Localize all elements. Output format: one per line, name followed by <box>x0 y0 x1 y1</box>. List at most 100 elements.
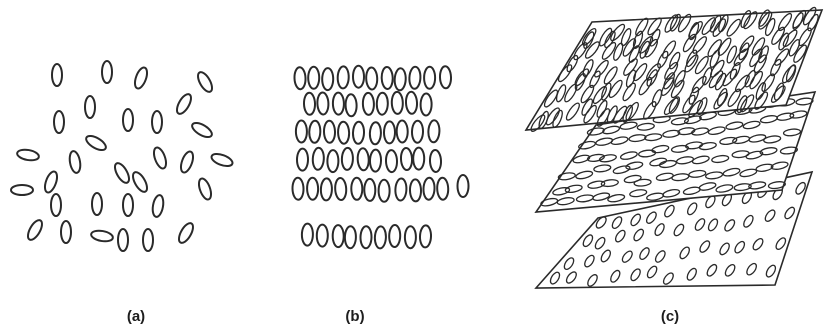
molecule-ellipse <box>707 126 726 136</box>
molecule-ellipse <box>646 265 658 279</box>
molecule-ellipse <box>50 193 62 217</box>
molecule-ellipse <box>365 66 379 91</box>
molecule-ellipse <box>645 211 657 224</box>
molecule-ellipse <box>625 69 637 88</box>
molecule-ellipse <box>770 161 789 170</box>
molecule-ellipse <box>326 149 340 174</box>
molecule-ellipse <box>594 59 609 78</box>
molecule-ellipse <box>614 229 626 243</box>
molecule-ellipse <box>427 119 441 144</box>
molecule-ellipse <box>306 176 320 201</box>
molecule-ellipse <box>743 214 754 228</box>
molecule-ellipse <box>587 274 598 287</box>
molecule-ellipse <box>584 254 595 268</box>
molecule-ellipse <box>625 161 644 170</box>
molecule-ellipse <box>356 147 370 172</box>
molecule-ellipse <box>690 127 710 136</box>
molecule-ellipse <box>380 66 394 90</box>
molecule-ellipse <box>133 66 149 90</box>
molecule-ellipse <box>566 54 579 73</box>
molecule-ellipse <box>368 148 383 173</box>
molecule-ellipse <box>722 167 741 177</box>
panel-b-nematic-molecules <box>291 64 470 250</box>
molecule-ellipse <box>552 109 563 128</box>
molecule-ellipse <box>622 104 633 123</box>
molecule-ellipse <box>651 89 663 108</box>
molecule-ellipse <box>580 84 595 104</box>
molecule-ellipse <box>715 184 734 193</box>
molecule-ellipse <box>758 9 770 27</box>
molecule-ellipse <box>748 134 767 143</box>
molecule-ellipse <box>384 149 399 174</box>
molecule-ellipse <box>655 172 674 181</box>
molecule-ellipse <box>743 11 758 30</box>
molecule-ellipse <box>321 67 335 92</box>
molecule-ellipse <box>784 206 796 220</box>
molecule-ellipse <box>552 187 571 196</box>
molecule-ellipse <box>688 169 707 178</box>
molecule-ellipse <box>611 216 623 229</box>
molecule-ellipse <box>308 119 322 144</box>
molecule-ellipse <box>557 172 576 181</box>
molecule-ellipse <box>754 91 769 110</box>
molecule-ellipse <box>595 216 607 229</box>
molecule-ellipse <box>610 136 629 146</box>
molecule-ellipse <box>395 119 409 144</box>
molecule-ellipse <box>654 250 666 263</box>
molecule-ellipse <box>663 97 679 116</box>
molecule-ellipse <box>633 178 652 187</box>
molecule-ellipse <box>122 108 134 132</box>
molecule-ellipse <box>623 174 642 184</box>
molecule-ellipse <box>596 99 608 118</box>
molecule-ellipse <box>613 42 624 61</box>
molecule-ellipse <box>686 202 698 216</box>
molecule-ellipse <box>85 135 107 151</box>
molecule-ellipse <box>53 110 65 134</box>
molecule-ellipse <box>727 88 742 108</box>
molecule-ellipse <box>630 213 642 227</box>
molecule-ellipse <box>210 152 234 168</box>
molecule-ellipse <box>746 262 757 276</box>
molecule-ellipse <box>334 177 348 201</box>
molecule-ellipse <box>178 222 194 244</box>
molecule-ellipse <box>755 163 774 172</box>
molecule-ellipse <box>142 228 154 252</box>
molecule-ellipse <box>294 119 308 144</box>
molecule-ellipse <box>582 59 594 77</box>
molecule-ellipse <box>593 164 612 173</box>
molecule-ellipse <box>311 146 325 171</box>
molecule-ellipse <box>619 151 638 160</box>
molecule-ellipse <box>705 171 724 180</box>
molecule-ellipse <box>350 176 364 201</box>
molecule-ellipse <box>792 12 804 30</box>
molecule-ellipse <box>610 269 621 283</box>
molecule-ellipse <box>565 102 580 121</box>
molecule-ellipse <box>698 142 717 151</box>
molecule-ellipse <box>408 178 423 203</box>
molecule-ellipse <box>664 204 675 218</box>
molecule-ellipse <box>319 177 333 202</box>
molecule-ellipse <box>587 180 606 189</box>
panel-a-label: (a) <box>126 308 146 325</box>
molecule-ellipse <box>686 267 697 281</box>
molecule-ellipse <box>719 136 738 145</box>
molecule-ellipse <box>767 181 786 190</box>
molecule-ellipse <box>295 147 310 172</box>
molecule-ellipse <box>600 179 619 188</box>
molecule-ellipse <box>719 242 730 256</box>
molecule-ellipse <box>91 192 103 216</box>
molecule-ellipse <box>377 178 391 203</box>
molecule-ellipse <box>630 268 641 282</box>
molecule-ellipse <box>564 184 583 194</box>
molecule-ellipse <box>649 28 661 47</box>
panel-b-label: (b) <box>345 308 365 325</box>
molecule-ellipse <box>117 228 129 252</box>
molecule-ellipse <box>764 209 776 222</box>
molecule-ellipse <box>114 162 130 184</box>
molecule-ellipse <box>798 27 812 47</box>
molecule-ellipse <box>748 181 767 190</box>
molecule-ellipse <box>10 184 34 196</box>
molecule-ellipse <box>16 148 40 162</box>
molecule-ellipse <box>691 75 707 94</box>
molecule-ellipse <box>663 72 675 90</box>
